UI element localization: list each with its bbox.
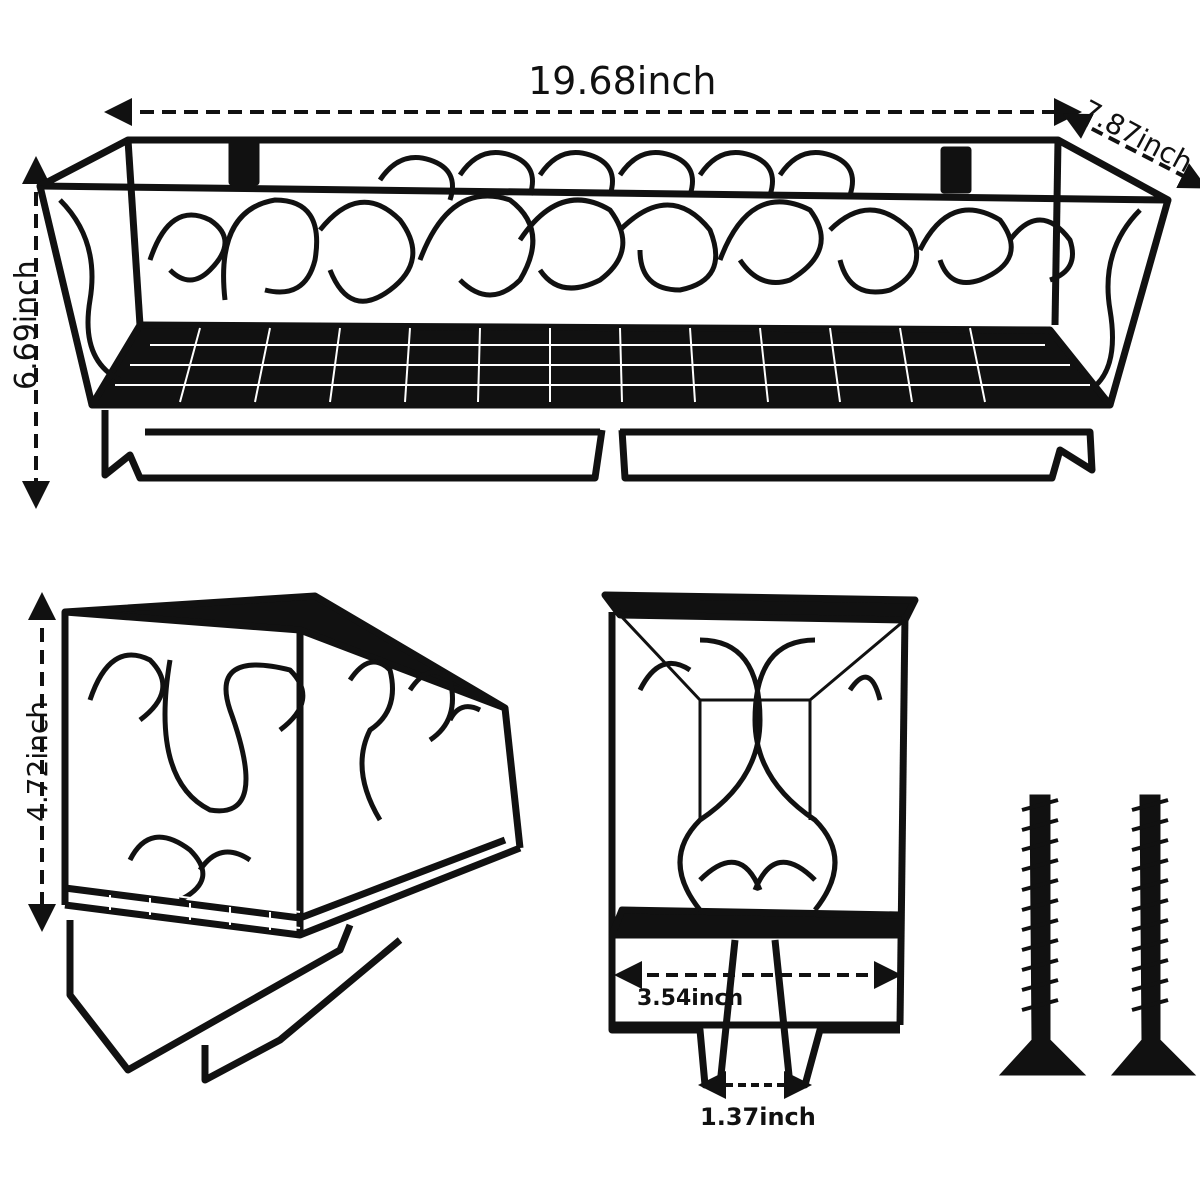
rack-front-view bbox=[36, 136, 1172, 482]
rail-gap-label: 1.37inch bbox=[700, 1103, 816, 1131]
depth-dimension-line bbox=[1062, 113, 1200, 189]
inner-width-label: 3.54inch bbox=[637, 986, 744, 1011]
height-main-label: 6.69inch bbox=[9, 260, 44, 390]
height-side-label: 4.72inch bbox=[21, 700, 54, 822]
screw-icon bbox=[998, 794, 1087, 1076]
width-label: 19.68inch bbox=[528, 59, 717, 103]
screw-icon bbox=[1110, 794, 1197, 1076]
rack-perspective-view bbox=[61, 592, 524, 1084]
rack-end-view bbox=[601, 591, 919, 1089]
